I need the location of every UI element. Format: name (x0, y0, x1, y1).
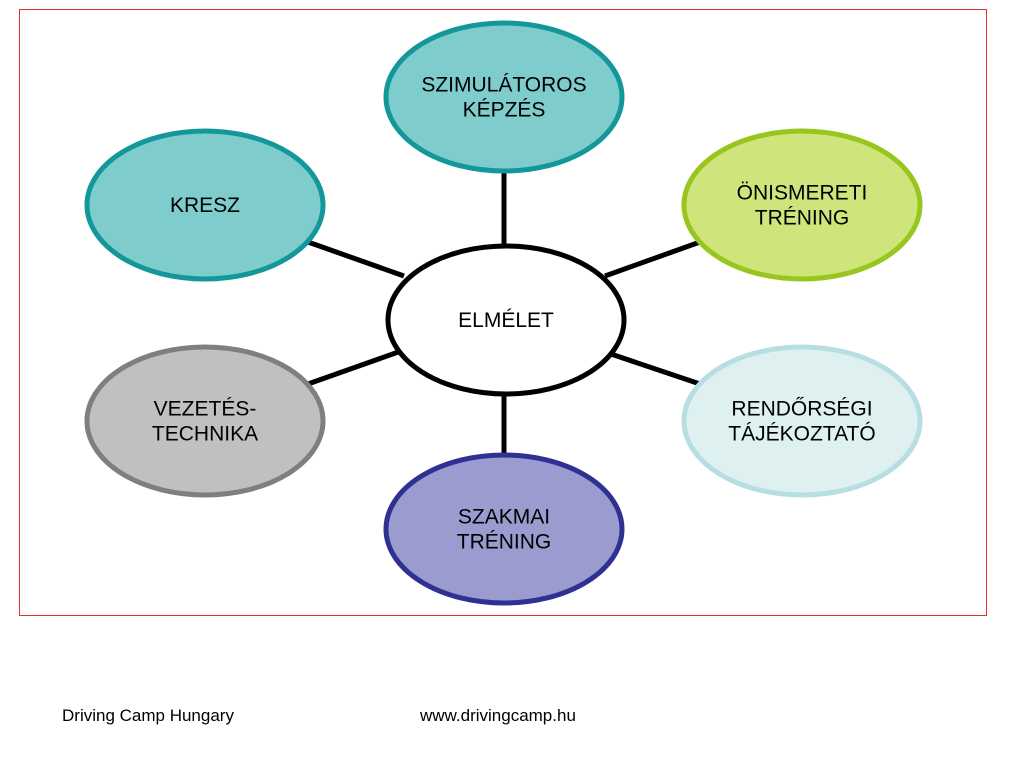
footer-website[interactable]: www.drivingcamp.hu (420, 706, 576, 725)
node-shape-vezetes (84, 344, 326, 498)
node-label-szakmai: SZAKMAI (458, 506, 550, 529)
node-label-szimulatoros: KÉPZÉS (463, 99, 546, 122)
node-label-vezetes: TECHNIKA (152, 423, 258, 446)
node-kresz: KRESZ (84, 128, 326, 282)
node-shape-center (385, 243, 627, 397)
connector-kresz (307, 239, 405, 279)
connector-onismereti (604, 239, 701, 279)
node-shape-kresz (84, 128, 326, 282)
connector-vezetes (307, 347, 405, 387)
node-shape-szimulatoros (383, 20, 625, 174)
node-label-onismereti: ÖNISMERETI (737, 182, 868, 205)
node-center: ELMÉLET (385, 243, 627, 397)
node-shape-rendorsegi (681, 344, 923, 498)
node-shape-szakmai (383, 452, 625, 606)
node-vezetes: VEZETÉS-TECHNIKA (84, 344, 326, 498)
node-shape-onismereti (681, 128, 923, 282)
diagram-frame (19, 9, 987, 616)
footer-company: Driving Camp Hungary (62, 706, 234, 725)
nodes: SZIMULÁTOROSKÉPZÉSÖNISMERETITRÉNINGRENDŐ… (84, 20, 923, 606)
connectors (307, 171, 701, 454)
node-label-rendorsegi: RENDŐRSÉGI (731, 398, 872, 421)
node-label-szakmai: TRÉNING (457, 531, 552, 554)
connector-rendorsegi (604, 349, 701, 387)
node-label-kresz: KRESZ (170, 194, 240, 217)
node-label-szimulatoros: SZIMULÁTOROS (421, 74, 586, 97)
node-label-onismereti: TRÉNING (755, 207, 850, 230)
node-label-center: ELMÉLET (458, 309, 554, 332)
node-label-rendorsegi: TÁJÉKOZTATÓ (728, 423, 875, 446)
node-label-vezetes: VEZETÉS- (154, 398, 257, 421)
